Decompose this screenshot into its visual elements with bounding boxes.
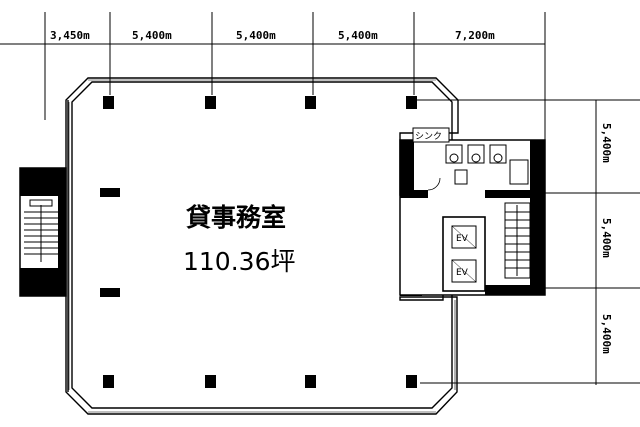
left-stair [19,167,67,297]
right-dim-2: 5,400m [600,218,613,258]
top-dim-4: 5,400m [338,29,378,42]
facade-hatch [68,79,456,413]
right-dim-3: 5,400m [600,314,613,354]
building-outline [65,77,459,415]
right-dim-1: 5,400m [600,123,613,163]
elevator-shaft [442,216,486,292]
sink-label: シンク [415,131,442,142]
top-dim-5: 7,200m [455,29,495,42]
columns [100,96,422,388]
core-area [399,139,546,296]
elevator-label-1: EV [456,234,469,244]
top-dim-3: 5,400m [236,29,276,42]
office-title: 貸事務室 [186,203,286,232]
sink-label-box [412,127,450,143]
elevator-label-2: EV [456,268,469,278]
top-dim-2: 5,400m [132,29,172,42]
top-dim-1: 3,450m [50,29,90,42]
top-dimension-line [0,12,546,140]
office-area: 110.36坪 [183,247,295,276]
